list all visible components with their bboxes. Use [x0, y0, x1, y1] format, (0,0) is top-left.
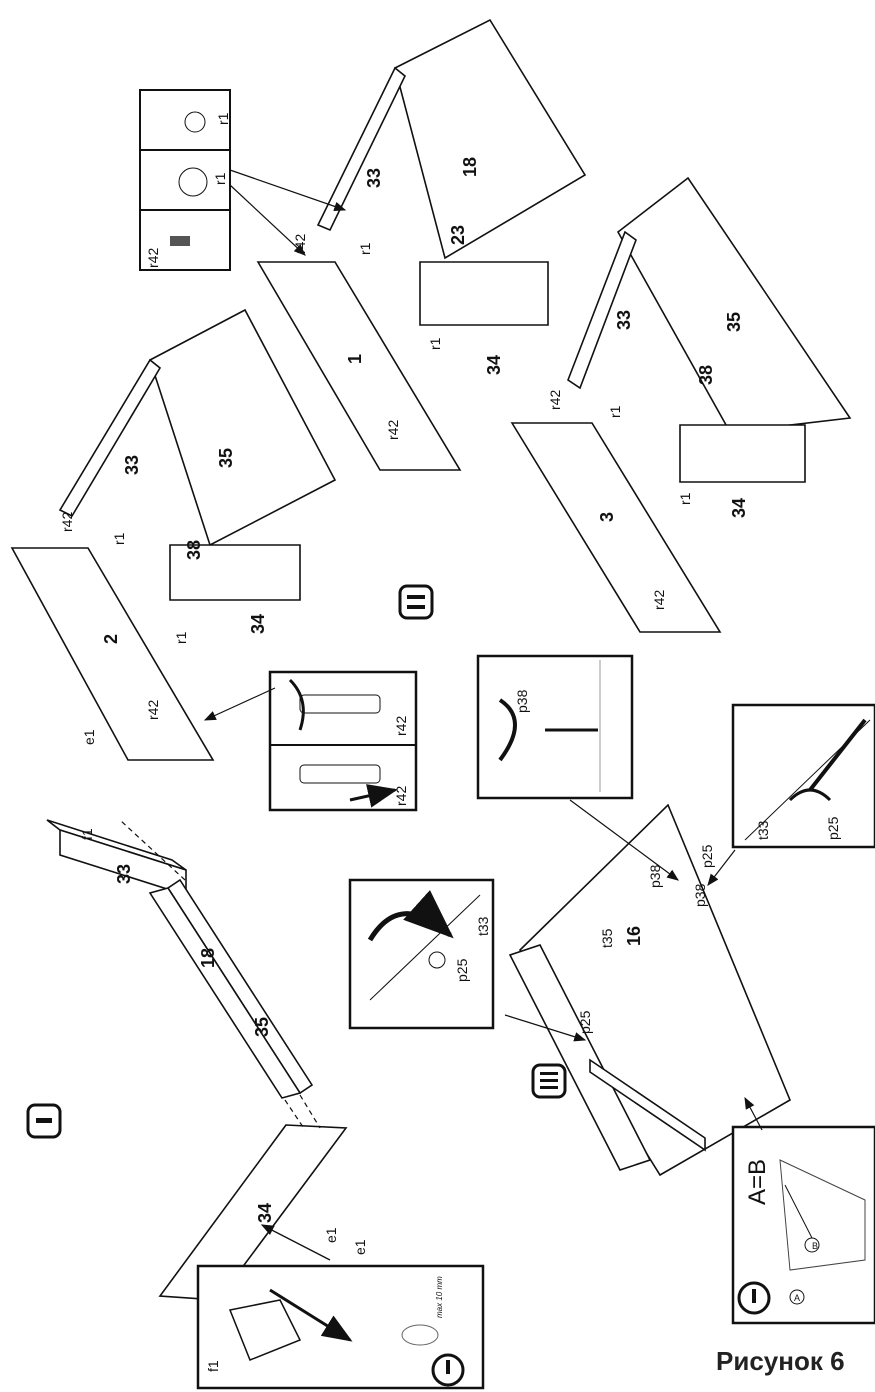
- inset-a-letter: A: [794, 1293, 800, 1303]
- label-2: 2: [101, 634, 121, 644]
- inset-f1: f1: [205, 1360, 221, 1372]
- hw-r1-c1b: r1: [427, 337, 443, 350]
- label-33: 33: [114, 864, 134, 884]
- label-38-c2: 38: [184, 540, 204, 560]
- pointer-p38: [569, 799, 679, 881]
- step1-guides: [119, 819, 321, 1131]
- inset-dim: max 10 mm: [435, 1276, 444, 1318]
- hw-r42-c3a: r42: [547, 390, 563, 410]
- inset-ab: A=B: [744, 1159, 771, 1205]
- label-18: 18: [198, 948, 218, 968]
- label-38-c3: 38: [696, 365, 716, 385]
- hw-r42-c2b: r42: [59, 512, 75, 532]
- label-23-c1: 23: [448, 225, 468, 245]
- pointer-dowel: [260, 1224, 331, 1261]
- pointer-bolt: [203, 687, 276, 721]
- inset-r1-b: r1: [212, 172, 228, 185]
- label-35: 35: [252, 1017, 272, 1037]
- label-33-c1: 33: [364, 168, 384, 188]
- inset-p25-b: p25: [825, 816, 841, 840]
- dowel-inset: f1 max 10 mm: [196, 1264, 485, 1390]
- cabinet-2: [10, 308, 337, 761]
- hw-r42-c1b: r42: [385, 420, 401, 440]
- label-34: 34: [255, 1203, 275, 1223]
- camlock-inset: r1 r1 r42: [139, 89, 231, 271]
- bolt-inset: r42 r42: [268, 670, 418, 812]
- hw-r42-c3b: r42: [651, 590, 667, 610]
- pointer-t33: [504, 1014, 587, 1042]
- label-1: 1: [345, 354, 365, 364]
- hw-e1-c: e1: [323, 1227, 339, 1243]
- hw-r1-c3a: r1: [607, 405, 623, 418]
- label-18-c1: 18: [460, 157, 480, 177]
- figure-caption: Рисунок 6: [716, 1346, 845, 1376]
- hw-r1-c1a: r1: [357, 242, 373, 255]
- label-35-c2: 35: [216, 448, 236, 468]
- label-3: 3: [597, 512, 617, 522]
- ab-inset: B A A=B: [731, 1125, 875, 1325]
- inset-p38: p38: [514, 689, 530, 713]
- pointer-camlock-a: [229, 169, 347, 211]
- step-badge-2: [398, 584, 434, 620]
- label-34-c3: 34: [729, 498, 749, 518]
- hw-p25-b: p25: [699, 844, 715, 868]
- hw-r1-c2b: r1: [173, 631, 189, 644]
- panel-35-top: [166, 878, 314, 1095]
- label-16: 16: [624, 926, 644, 946]
- label-35-c3: 35: [724, 312, 744, 332]
- inset-t33-b: t33: [755, 820, 771, 840]
- hw-e1-d: e1: [352, 1239, 368, 1255]
- hw-r42-c2a: r42: [145, 700, 161, 720]
- inset-t33-a: t33: [475, 916, 491, 936]
- inset-r1-a: r1: [215, 112, 231, 125]
- hw-p38-a: p38: [692, 883, 708, 907]
- label-33-c3: 33: [614, 310, 634, 330]
- p25-inset: t33 p25: [731, 703, 875, 849]
- panel-35-side: [148, 887, 302, 1099]
- t33-inset: t33 p25: [348, 878, 495, 1030]
- pointer-ab: [744, 1096, 763, 1131]
- cabinet-3: [510, 176, 852, 633]
- label-33-c2: 33: [122, 455, 142, 475]
- step-badge-3: [531, 1063, 567, 1099]
- hw-p38-b: p38: [647, 864, 663, 888]
- inset-r42-a: r42: [393, 716, 409, 736]
- hw-e1-a: e1: [81, 729, 97, 745]
- drawer-16: [508, 803, 792, 1177]
- step1-frame: [46, 819, 348, 1301]
- hw-p25-a: p25: [577, 1010, 593, 1034]
- hw-r1-c3b: r1: [677, 492, 693, 505]
- label-34-c1: 34: [484, 355, 504, 375]
- pointer-p25: [707, 849, 736, 886]
- pointer-camlock-b: [229, 184, 306, 256]
- p38-inset: p38: [476, 654, 634, 800]
- inset-r42: r42: [145, 248, 161, 268]
- hw-f1-top: f1: [79, 828, 95, 840]
- inset-p25-a: p25: [454, 958, 470, 982]
- step-badge-1: [26, 1103, 62, 1139]
- hw-t35: t35: [599, 928, 615, 948]
- inset-b-letter: B: [812, 1241, 818, 1251]
- inset-r42-b: r42: [393, 786, 409, 806]
- hw-r1-c2a: r1: [111, 532, 127, 545]
- cabinet-1: [256, 18, 587, 471]
- label-34-c2: 34: [248, 614, 268, 634]
